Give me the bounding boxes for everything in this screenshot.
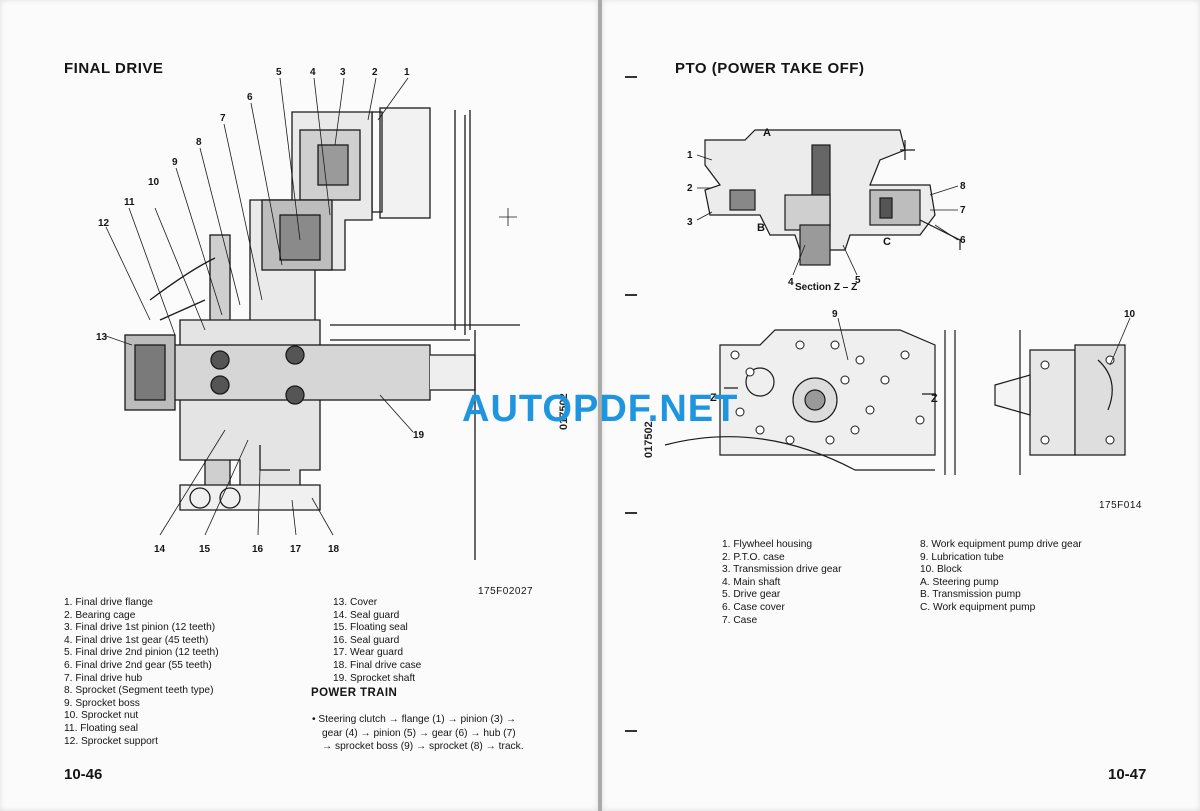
power-train-text: • Steering clutch → flange (1) → pinion … — [312, 713, 524, 754]
part-item: 7. Case — [722, 614, 758, 626]
callout-17: 17 — [290, 544, 302, 555]
power-train-line: • Steering clutch → flange (1) → pinion … — [312, 714, 517, 725]
part-item: 5. Final drive 2nd pinion (12 teeth) — [64, 647, 219, 659]
part-item: B. Transmission pump — [920, 589, 1021, 601]
callout-6: 6 — [247, 92, 253, 103]
part-item: 13. Cover — [333, 597, 378, 608]
part-item: 2. Bearing cage — [64, 609, 136, 621]
callout-1: 1 — [404, 67, 410, 78]
part-item: 8. Work equipment pump drive gear — [920, 539, 1082, 550]
margin-mark — [625, 76, 637, 78]
part-item: 12. Sprocket support — [64, 735, 159, 747]
part-item: A. Steering pump — [920, 576, 999, 588]
part-item: 15. Floating seal — [333, 622, 408, 634]
part-item: 10. Block — [920, 564, 962, 576]
marker-b: B — [757, 222, 765, 234]
pto-title: PTO (POWER TAKE OFF) — [675, 60, 865, 77]
margin-mark — [625, 294, 637, 296]
watermark: AUTOPDF.NET — [462, 388, 739, 430]
right-page-number: 10-47 — [1108, 766, 1147, 783]
callout-19: 19 — [413, 430, 425, 441]
part-item: 2. P.T.O. case — [722, 551, 785, 563]
part-item: 19. Sprocket shaft — [333, 672, 416, 684]
power-train-line: gear (4) → pinion (5) → gear (6) → hub (… — [322, 727, 516, 739]
part-item: 1. Final drive flange — [64, 597, 153, 608]
part-item: 4. Main shaft — [722, 576, 781, 588]
marker-z-left: Z — [710, 392, 717, 404]
final-drive-title: FINAL DRIVE — [64, 60, 164, 77]
part-item: 1. Flywheel housing — [722, 539, 813, 550]
right-figure-code: 175F014 — [1099, 500, 1142, 511]
power-train-line: → sprocket boss (9) → sprocket (8) → tra… — [322, 741, 524, 752]
part-item: 16. Seal guard — [333, 634, 400, 646]
callout-8: 8 — [196, 137, 202, 148]
page-gutter — [598, 0, 602, 811]
callout-14: 14 — [154, 544, 166, 555]
pto-callout-1: 1 — [687, 150, 693, 161]
pto-assembly-diagram: 9 10 — [664, 309, 1136, 475]
part-item: 14. Seal guard — [333, 609, 400, 621]
part-item: 4. Final drive 1st gear (45 teeth) — [64, 634, 209, 646]
callout-2: 2 — [372, 67, 378, 78]
part-item: 10. Sprocket nut — [64, 710, 139, 722]
final-drive-parts-list-b: 13. Cover 14. Seal guard 15. Floating se… — [333, 597, 421, 685]
part-item: 11. Floating seal — [64, 722, 138, 734]
part-item: 3. Transmission drive gear — [722, 564, 842, 576]
margin-mark — [625, 512, 637, 514]
pto-callout-3: 3 — [687, 217, 693, 228]
pto-parts-list-b: 8. Work equipment pump drive gear 9. Lub… — [920, 539, 1082, 615]
pto-callout-2: 2 — [687, 183, 693, 194]
callout-18: 18 — [328, 544, 340, 555]
final-drive-parts-list-a: 1. Final drive flange 2. Bearing cage 3.… — [64, 597, 219, 748]
callout-4: 4 — [310, 67, 316, 78]
power-train-title: POWER TRAIN — [311, 687, 398, 699]
pto-callout-9: 9 — [832, 309, 838, 320]
pto-callout-8: 8 — [960, 181, 966, 192]
part-item: 18. Final drive case — [333, 659, 422, 671]
part-item: 7. Final drive hub — [64, 672, 143, 684]
callout-11: 11 — [124, 197, 135, 208]
margin-mark — [625, 730, 637, 732]
part-item: C. Work equipment pump — [920, 601, 1036, 613]
part-item: 3. Final drive 1st pinion (12 teeth) — [64, 622, 216, 634]
pto-parts-list-a: 1. Flywheel housing 2. P.T.O. case 3. Tr… — [722, 539, 841, 627]
callout-16: 16 — [252, 544, 264, 555]
pto-callout-7: 7 — [960, 205, 966, 216]
marker-z-right: Z — [931, 393, 938, 405]
callout-13: 13 — [96, 332, 108, 343]
part-item: 8. Sprocket (Segment teeth type) — [64, 685, 214, 697]
part-item: 9. Sprocket boss — [64, 697, 140, 709]
callout-15: 15 — [199, 544, 211, 555]
pto-callout-4: 4 — [788, 277, 794, 288]
final-drive-diagram: 1 2 3 4 5 6 7 8 9 10 11 12 13 14 15 16 1… — [96, 67, 520, 560]
pto-section-diagram: 1 2 3 4 5 6 7 8 — [687, 129, 966, 288]
section-label: Section Z – Z — [795, 282, 858, 293]
left-figure-code: 175F02027 — [478, 586, 534, 597]
pto-callout-6: 6 — [960, 235, 966, 246]
pto-callout-5: 5 — [855, 275, 861, 286]
part-item: 5. Drive gear — [722, 589, 781, 601]
callout-3: 3 — [340, 67, 346, 78]
part-item: 17. Wear guard — [333, 647, 404, 659]
part-item: 6. Final drive 2nd gear (55 teeth) — [64, 659, 212, 671]
marker-a: A — [763, 127, 771, 139]
part-item: 9. Lubrication tube — [920, 551, 1004, 563]
left-page-number: 10-46 — [64, 766, 103, 783]
callout-5: 5 — [276, 67, 282, 78]
marker-c: C — [883, 236, 891, 248]
callout-9: 9 — [172, 157, 178, 168]
pto-callout-10: 10 — [1124, 309, 1136, 320]
callout-7: 7 — [220, 113, 226, 124]
callout-12: 12 — [98, 218, 110, 229]
callout-10: 10 — [148, 177, 160, 188]
part-item: 6. Case cover — [722, 601, 785, 613]
